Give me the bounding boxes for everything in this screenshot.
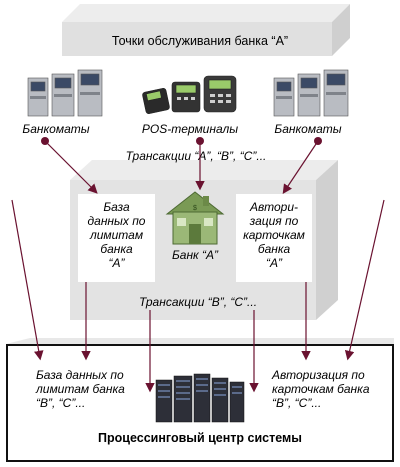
box-line: банка [100, 242, 133, 256]
transactions-bottom-label: Трансакции “В”, “С”... [138, 295, 258, 309]
arrow-atm-right-to-auth [282, 140, 319, 194]
transactions-top-label: Трансакции “А”, “В”, “С”... [125, 149, 267, 163]
atm-right-label: Банкоматы [274, 122, 342, 136]
processing-band [6, 338, 394, 344]
arrow-atm-left-to-limits-db [44, 140, 98, 194]
processing-center-title: Процессинговый центр системы [98, 431, 302, 445]
text-line: лимитам банка [36, 382, 125, 396]
processing-center-frame [6, 344, 394, 462]
atm-group-left-icon [27, 69, 103, 117]
svg-text:$: $ [193, 205, 197, 212]
bank-house-icon: $ [165, 191, 225, 245]
text-line: Авторизация по [272, 368, 365, 382]
box-line: банка [257, 242, 291, 256]
atm-group-right-icon [273, 69, 349, 117]
other-banks-authorization-text: Авторизация по карточкам банка “В”, “С”.… [272, 368, 390, 410]
box-line: карточкам [243, 228, 305, 242]
pos-label: POS-терминалы [141, 122, 239, 136]
bank-a-label: Банк “А” [171, 248, 219, 262]
box-line: “А” [266, 256, 282, 270]
text-line: “В”, “С”... [272, 396, 322, 410]
other-banks-limits-text: База данных по лимитам банка “В”, “С”... [36, 368, 146, 410]
bank-a-limits-db-box: База данных по лимитам банка “А” [78, 194, 155, 282]
arrow-atm-left-to-processing [11, 199, 44, 361]
bank-a-authorization-box: Автори- зация по карточкам банка “А” [236, 194, 312, 282]
arrow-origin-dot [196, 137, 204, 145]
box-line: База [103, 200, 130, 214]
top-band [62, 4, 350, 56]
service-points-title: Точки обслуживания банка “А” [111, 34, 289, 48]
pos-terminals-icon [142, 75, 237, 114]
box-line: данных по [87, 214, 146, 228]
text-line: “В”, “С”... [36, 396, 86, 410]
box-line: Автори- [249, 200, 298, 214]
text-line: карточкам банка [272, 382, 370, 396]
box-line: зация по [249, 214, 299, 228]
arrow-origin-dot [41, 137, 49, 145]
arrow-origin-dot [314, 137, 322, 145]
server-racks-icon [155, 373, 245, 423]
atm-left-label: Банкоматы [22, 122, 90, 136]
text-line: База данных по [36, 368, 124, 382]
box-line: “А” [108, 256, 125, 270]
arrow-atm-right-to-processing [344, 199, 385, 361]
box-line: лимитам [89, 228, 144, 242]
